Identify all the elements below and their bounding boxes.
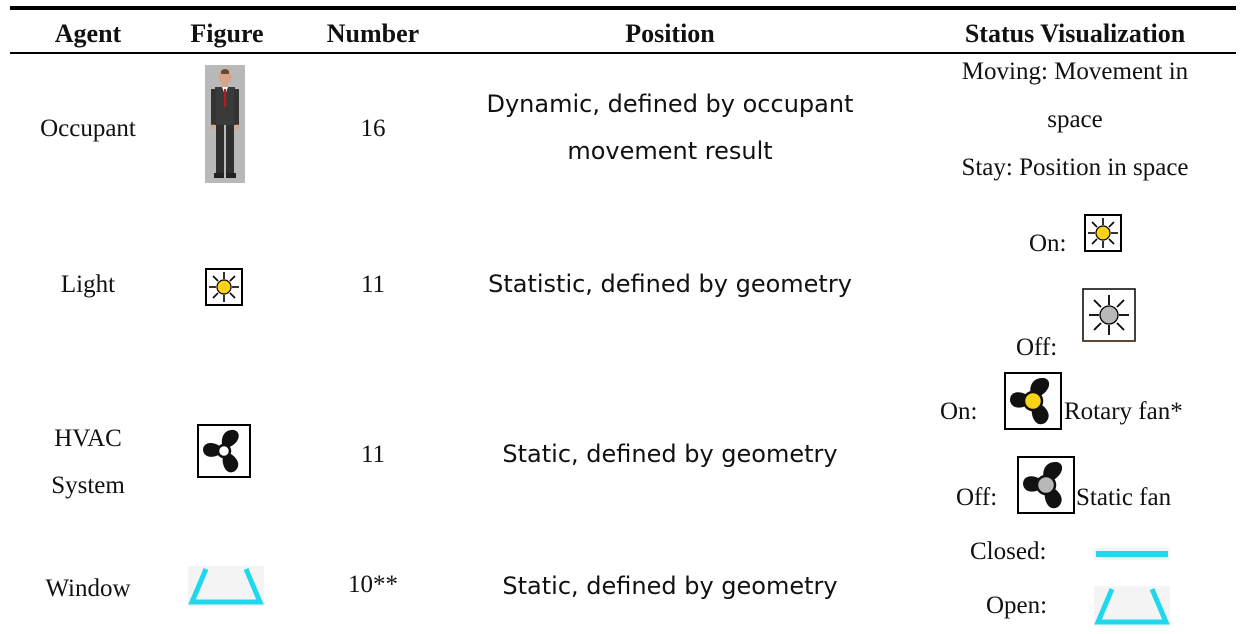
table-top-rule (10, 6, 1236, 10)
number-cell: 16 (360, 115, 386, 142)
status-on-label: On: (1029, 230, 1067, 257)
position-cell: Statistic, defined by geometry (488, 270, 852, 298)
status-cell: Closed: Open: (900, 530, 1250, 634)
status-line: space (1047, 106, 1103, 133)
light-on-icon (1084, 214, 1122, 252)
number-cell: 11 (360, 441, 386, 468)
agent-line: HVAC (54, 425, 122, 452)
status-off-label: Off: (1016, 334, 1058, 361)
person-figure-icon (205, 65, 245, 183)
window-open-icon (1094, 586, 1170, 626)
status-on-label: On: (940, 398, 978, 425)
number-cell: 10** (348, 571, 398, 598)
agent-line: System (51, 471, 125, 499)
status-off-label: Off: (956, 484, 998, 511)
status-line: Moving: Movement in (961, 58, 1189, 85)
light-off-icon (1082, 288, 1136, 342)
status-cell: Moving: Movement in space Stay: Position… (900, 56, 1250, 206)
header-status-visualization: Status Visualization (964, 19, 1186, 48)
header-agent: Agent (54, 19, 122, 48)
table-header-rule (10, 52, 1236, 54)
agent-cell: Occupant (40, 115, 136, 142)
status-closed-label: Closed: (970, 538, 1047, 565)
fan-on-icon (1004, 372, 1062, 430)
fan-icon (197, 424, 251, 478)
position-cell: Static, defined by geometry (502, 440, 838, 468)
number-cell: 11 (360, 271, 386, 298)
agent-cell: Window (45, 575, 131, 602)
agent-cell: Light (60, 271, 116, 298)
position-line: Dynamic, defined by occupant (486, 90, 854, 118)
position-cell: Dynamic, defined by occupant movement re… (460, 86, 880, 170)
status-cell: On: Rotary fan* Off: Static fan (900, 360, 1250, 530)
status-cell: On: Off: (900, 210, 1250, 370)
status-line: Stay: Position in space (961, 154, 1189, 181)
window-open-icon (188, 566, 264, 606)
position-cell: Static, defined by geometry (502, 572, 838, 600)
status-open-label: Open: (986, 592, 1048, 619)
header-figure: Figure (190, 19, 264, 48)
status-on-text: Rotary fan* (1064, 398, 1183, 425)
header-number: Number (326, 19, 420, 48)
header-position: Position (625, 19, 715, 48)
position-line: movement result (567, 137, 773, 166)
status-off-text: Static fan (1076, 484, 1172, 511)
fan-off-icon (1017, 456, 1075, 514)
agent-cell: HVAC System (18, 420, 158, 506)
light-bulb-sun-icon (205, 268, 243, 306)
window-closed-icon (1094, 548, 1170, 560)
